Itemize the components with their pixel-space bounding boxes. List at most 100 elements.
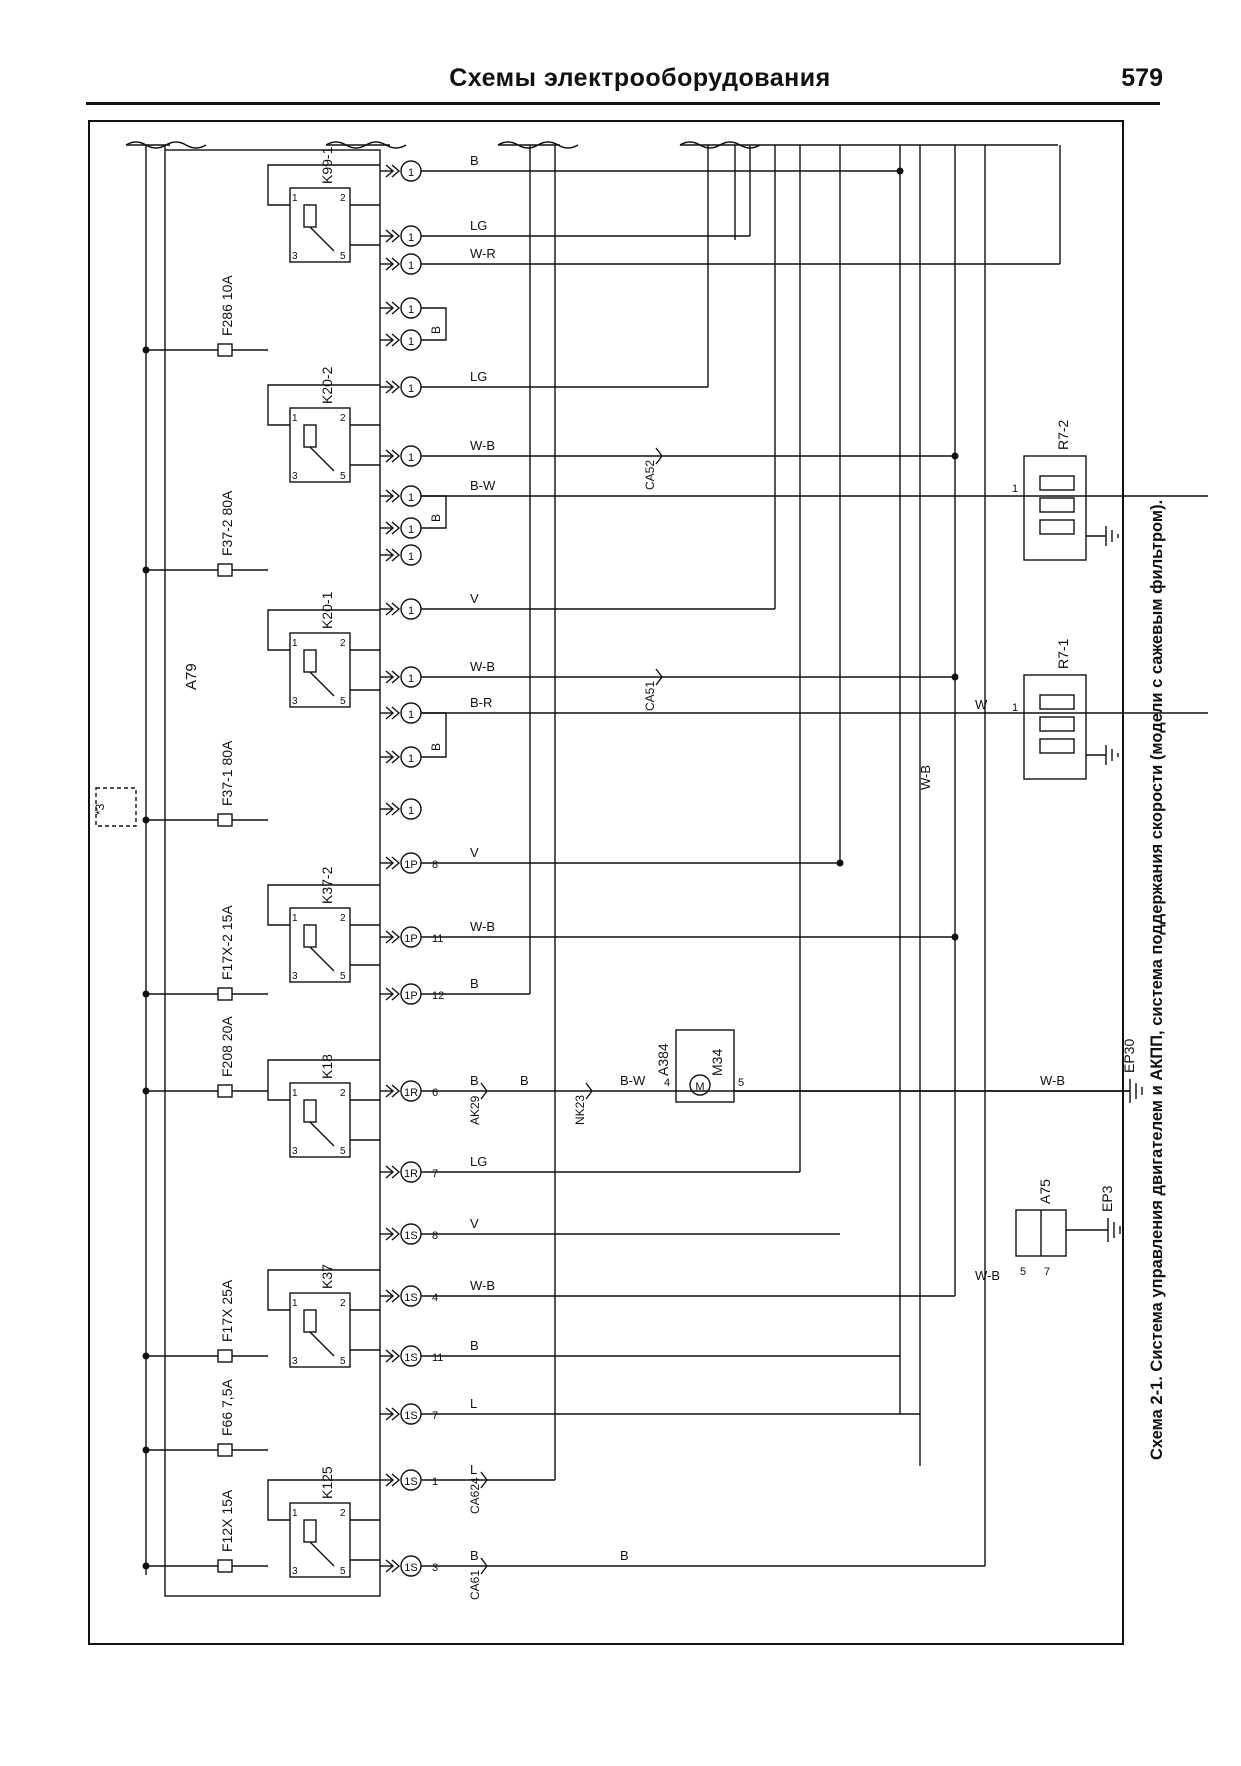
relay-label: K99-1 bbox=[319, 146, 335, 184]
connector-chevron bbox=[385, 1349, 401, 1363]
relay-contact bbox=[309, 1331, 335, 1357]
motor-symbol-label: M bbox=[695, 1081, 704, 1093]
relay-contact bbox=[309, 671, 335, 697]
connector-id: 1 bbox=[408, 805, 414, 817]
relay-pin-label: 2 bbox=[340, 1508, 346, 1519]
connector-chevron bbox=[385, 802, 401, 816]
relay-label: K20-1 bbox=[319, 591, 335, 629]
fuse bbox=[217, 343, 233, 357]
relay-pin-label: 5 bbox=[340, 1566, 346, 1577]
connector-chevron bbox=[385, 856, 401, 870]
relay-pin-label: 2 bbox=[340, 1298, 346, 1309]
connector-chevron bbox=[385, 333, 401, 347]
heater-element bbox=[1039, 716, 1075, 732]
unit-pin-label: 7 bbox=[1044, 1266, 1050, 1278]
relay-coil bbox=[303, 424, 317, 448]
relay-pin-label: 5 bbox=[340, 971, 346, 982]
connector-chevron bbox=[385, 1084, 401, 1098]
inline-connector-label: AK29 bbox=[468, 1095, 482, 1125]
relay-contact bbox=[309, 1541, 335, 1567]
relay-pin-label: 1 bbox=[292, 1298, 298, 1309]
junction-dot bbox=[142, 346, 150, 354]
motor-box bbox=[675, 1029, 735, 1103]
connector-id: 1 bbox=[408, 383, 414, 395]
wire-color-label: V bbox=[470, 845, 479, 860]
wire-color-label: W-B bbox=[470, 438, 495, 453]
relay-lead bbox=[267, 164, 380, 206]
connector-oval bbox=[400, 798, 422, 820]
fuse-label: F17X 25A bbox=[219, 1279, 235, 1342]
relay-box bbox=[289, 407, 351, 483]
connector-oval bbox=[400, 544, 422, 566]
fuse-label: F208 20A bbox=[219, 1016, 235, 1077]
wire-color-label: B bbox=[470, 1338, 479, 1353]
connector-pin bbox=[385, 253, 422, 275]
relay-pin-label: 5 bbox=[340, 1146, 346, 1157]
connector-chevron bbox=[385, 257, 401, 271]
connector-id: 1S bbox=[404, 1476, 417, 1488]
connector-chevron bbox=[385, 670, 401, 684]
relay-pin-label: 3 bbox=[292, 1146, 298, 1157]
wire-color-label: W-B bbox=[1040, 1073, 1065, 1088]
block-a79 bbox=[164, 149, 381, 1597]
connector-chevron bbox=[385, 1227, 401, 1241]
connector-id: 1S bbox=[404, 1562, 417, 1574]
option-note: *3 bbox=[93, 803, 107, 815]
block-a79-label: A79 bbox=[183, 663, 200, 690]
wire-color-label: B bbox=[470, 1548, 479, 1563]
relay-pin-label: 1 bbox=[292, 1088, 298, 1099]
connector-pin-number: 11 bbox=[432, 933, 443, 945]
bridge-label: B bbox=[429, 326, 443, 334]
inline-chevron bbox=[480, 1557, 488, 1575]
relay-coil bbox=[303, 1309, 317, 1333]
junction-dot bbox=[142, 816, 150, 824]
connector-pin-number: 6 bbox=[432, 1087, 438, 1099]
connector-id: 1 bbox=[408, 605, 414, 617]
junction-dot bbox=[896, 167, 904, 175]
relay-pin-label: 5 bbox=[340, 251, 346, 262]
bridge-label: B bbox=[429, 743, 443, 751]
relay-pin-label: 3 bbox=[292, 971, 298, 982]
wire-color-label: B bbox=[470, 153, 479, 168]
heater-element bbox=[1039, 519, 1075, 535]
wire-color-label: B-W bbox=[470, 478, 496, 493]
relay-label: K18 bbox=[319, 1054, 335, 1079]
inline-chevron bbox=[655, 447, 663, 465]
motor-pin-label: 4 bbox=[664, 1077, 670, 1089]
fuse bbox=[217, 813, 233, 827]
connector-pin bbox=[385, 544, 422, 566]
bridge-label: B bbox=[429, 514, 443, 522]
junction-dot bbox=[142, 1087, 150, 1095]
page-title: Схемы электрооборудования bbox=[449, 64, 831, 92]
wire-color-label: V bbox=[470, 1216, 479, 1231]
relay-pin-label: 3 bbox=[292, 251, 298, 262]
connector-pin-number: 8 bbox=[432, 1230, 438, 1242]
inline-connector-label: CA51 bbox=[643, 681, 657, 711]
connector-id: 1 bbox=[408, 492, 414, 504]
fuse-label: F66 7,5A bbox=[219, 1379, 235, 1436]
connector-chevron bbox=[385, 1473, 401, 1487]
relay-lead bbox=[267, 1479, 380, 1521]
fuse bbox=[217, 1084, 233, 1098]
inline-connector-label: CA624 bbox=[468, 1477, 482, 1514]
inline-chevron bbox=[480, 1082, 488, 1100]
heater-pin-label: 1 bbox=[1012, 483, 1018, 495]
heater-box bbox=[1023, 674, 1087, 780]
junction-dot bbox=[951, 933, 959, 941]
fuse-label: F37-1 80A bbox=[219, 740, 235, 806]
heater-element bbox=[1039, 475, 1075, 491]
wire-color-label: L bbox=[470, 1462, 477, 1477]
fuse-label: F12X 15A bbox=[219, 1489, 235, 1552]
connector-id: 1S bbox=[404, 1352, 417, 1364]
connector-chevron bbox=[385, 1165, 401, 1179]
connector-id: 1 bbox=[408, 167, 414, 179]
heater-label: R7-2 bbox=[1055, 419, 1071, 450]
connector-id: 1S bbox=[404, 1230, 417, 1242]
wire-color-label: B-R bbox=[470, 695, 492, 710]
heater-element bbox=[1039, 738, 1075, 754]
connector-id: 1 bbox=[408, 753, 414, 765]
heater-label: R7-1 bbox=[1055, 638, 1071, 669]
unit-pin-label: 5 bbox=[1020, 1266, 1026, 1278]
wire-color-label: B bbox=[470, 1073, 479, 1088]
relay-box bbox=[289, 187, 351, 263]
